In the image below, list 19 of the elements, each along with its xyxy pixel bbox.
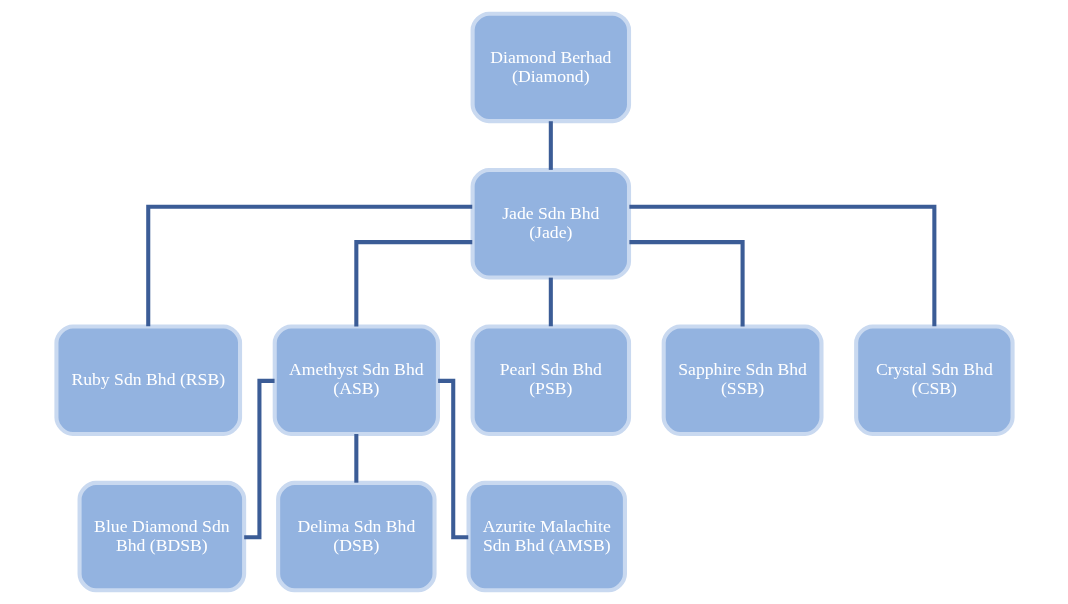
node-box: Blue Diamond Sdn Bhd (BDSB)	[77, 480, 246, 593]
node-box: Pearl Sdn Bhd (PSB)	[470, 324, 631, 436]
connector	[628, 204, 936, 327]
connector	[548, 277, 553, 327]
connector	[353, 434, 358, 483]
node-box: Sapphire Sdn Bhd (SSB)	[661, 324, 823, 436]
connector	[437, 378, 468, 540]
connector	[548, 121, 553, 170]
node-box: Jade Sdn Bhd (Jade)	[470, 168, 631, 280]
node-box: Crystal Sdn Bhd (CSB)	[853, 324, 1015, 436]
connector	[353, 240, 472, 327]
node-box: Delima Sdn Bhd (DSB)	[275, 480, 437, 593]
connector	[145, 204, 472, 327]
node-box: Amethyst Sdn Bhd (ASB)	[272, 324, 440, 436]
connector	[628, 240, 745, 327]
connector	[243, 378, 275, 540]
node-box: Diamond Berhad (Diamond)	[470, 11, 631, 124]
node-box: Azurite Malachite Sdn Bhd (AMSB)	[466, 480, 627, 593]
node-box: Ruby Sdn Bhd (RSB)	[53, 324, 242, 436]
